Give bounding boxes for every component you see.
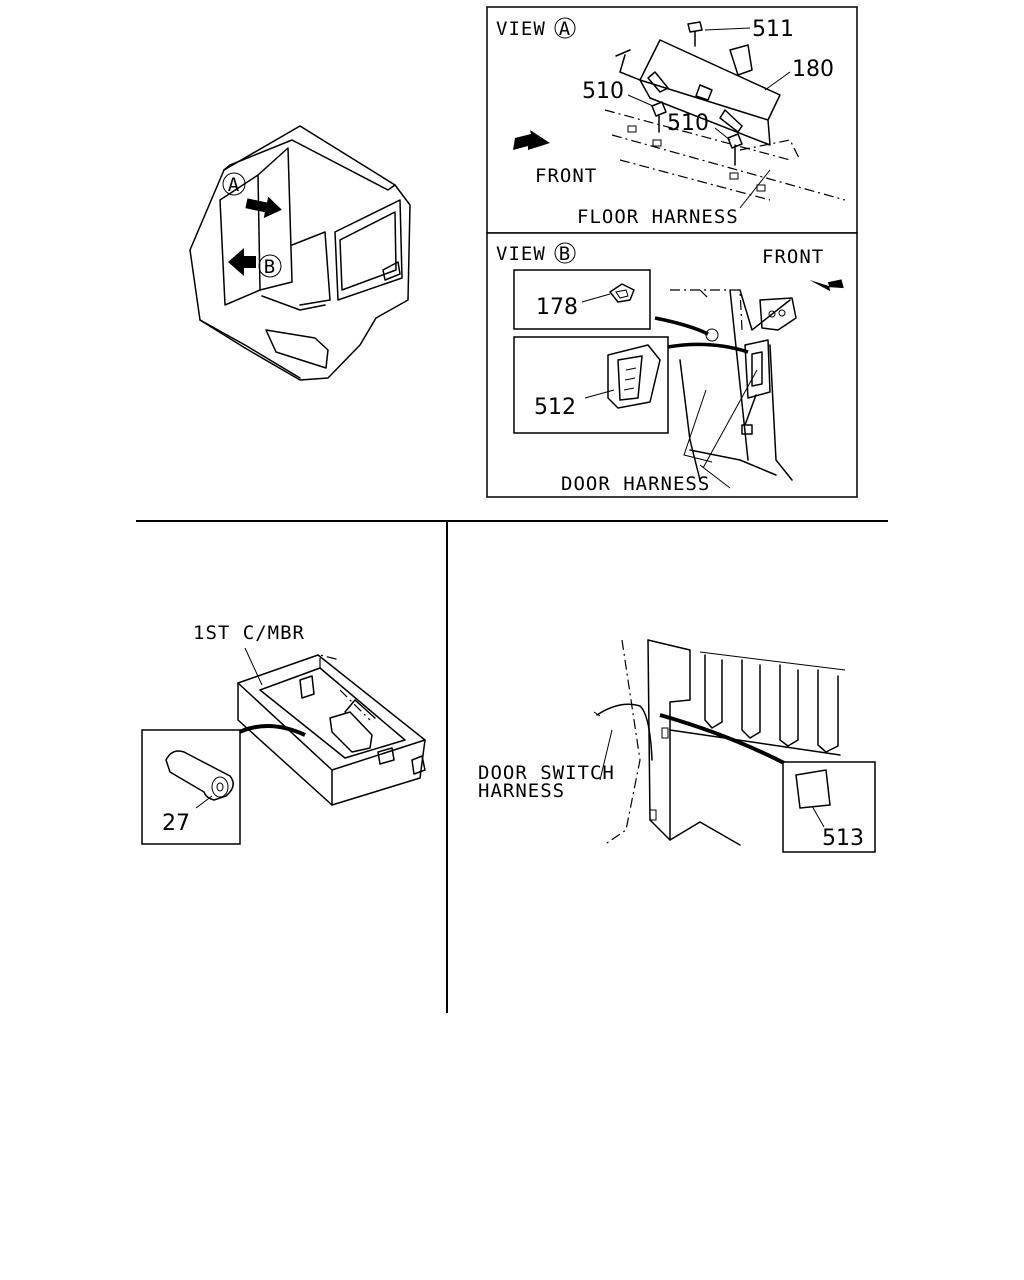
cab-marker-b: B (264, 256, 276, 278)
crossmember-part-27: 27 (162, 811, 190, 836)
crossmember-label: 1ST C/MBR (193, 622, 305, 644)
view-a-panel: VIEW A 511 (486, 6, 858, 234)
view-b-title: VIEW (496, 243, 546, 265)
view-a-letter: A (559, 18, 571, 40)
view-b-part-178: 178 (536, 295, 578, 320)
door-switch-part-513: 513 (822, 826, 864, 851)
view-b-panel: VIEW B FRONT 178 (486, 232, 858, 498)
crossmember-section: 1ST C/MBR 27 (141, 622, 426, 845)
view-b-harness-label: DOOR HARNESS (561, 473, 710, 495)
view-a-part-511: 511 (752, 17, 794, 42)
view-a-front-label: FRONT (535, 165, 597, 187)
view-a-part-510-left: 510 (582, 79, 624, 104)
door-switch-label-line1: DOOR SWITCH (478, 762, 615, 784)
door-switch-section: DOOR SWITCH HARNESS 513 (478, 639, 876, 853)
view-b-part-512: 512 (534, 395, 576, 420)
cab-marker-a: A (228, 174, 240, 196)
cab-overview: A B (189, 125, 411, 381)
view-a-harness-label: FLOOR HARNESS (577, 206, 739, 228)
view-b-letter: B (559, 243, 571, 265)
view-a-part-180: 180 (792, 57, 834, 82)
view-a-part-510-right: 510 (667, 111, 709, 136)
view-a-title: VIEW (496, 18, 546, 40)
view-b-front-label: FRONT (762, 246, 824, 268)
door-switch-label-line2: HARNESS (478, 780, 565, 802)
